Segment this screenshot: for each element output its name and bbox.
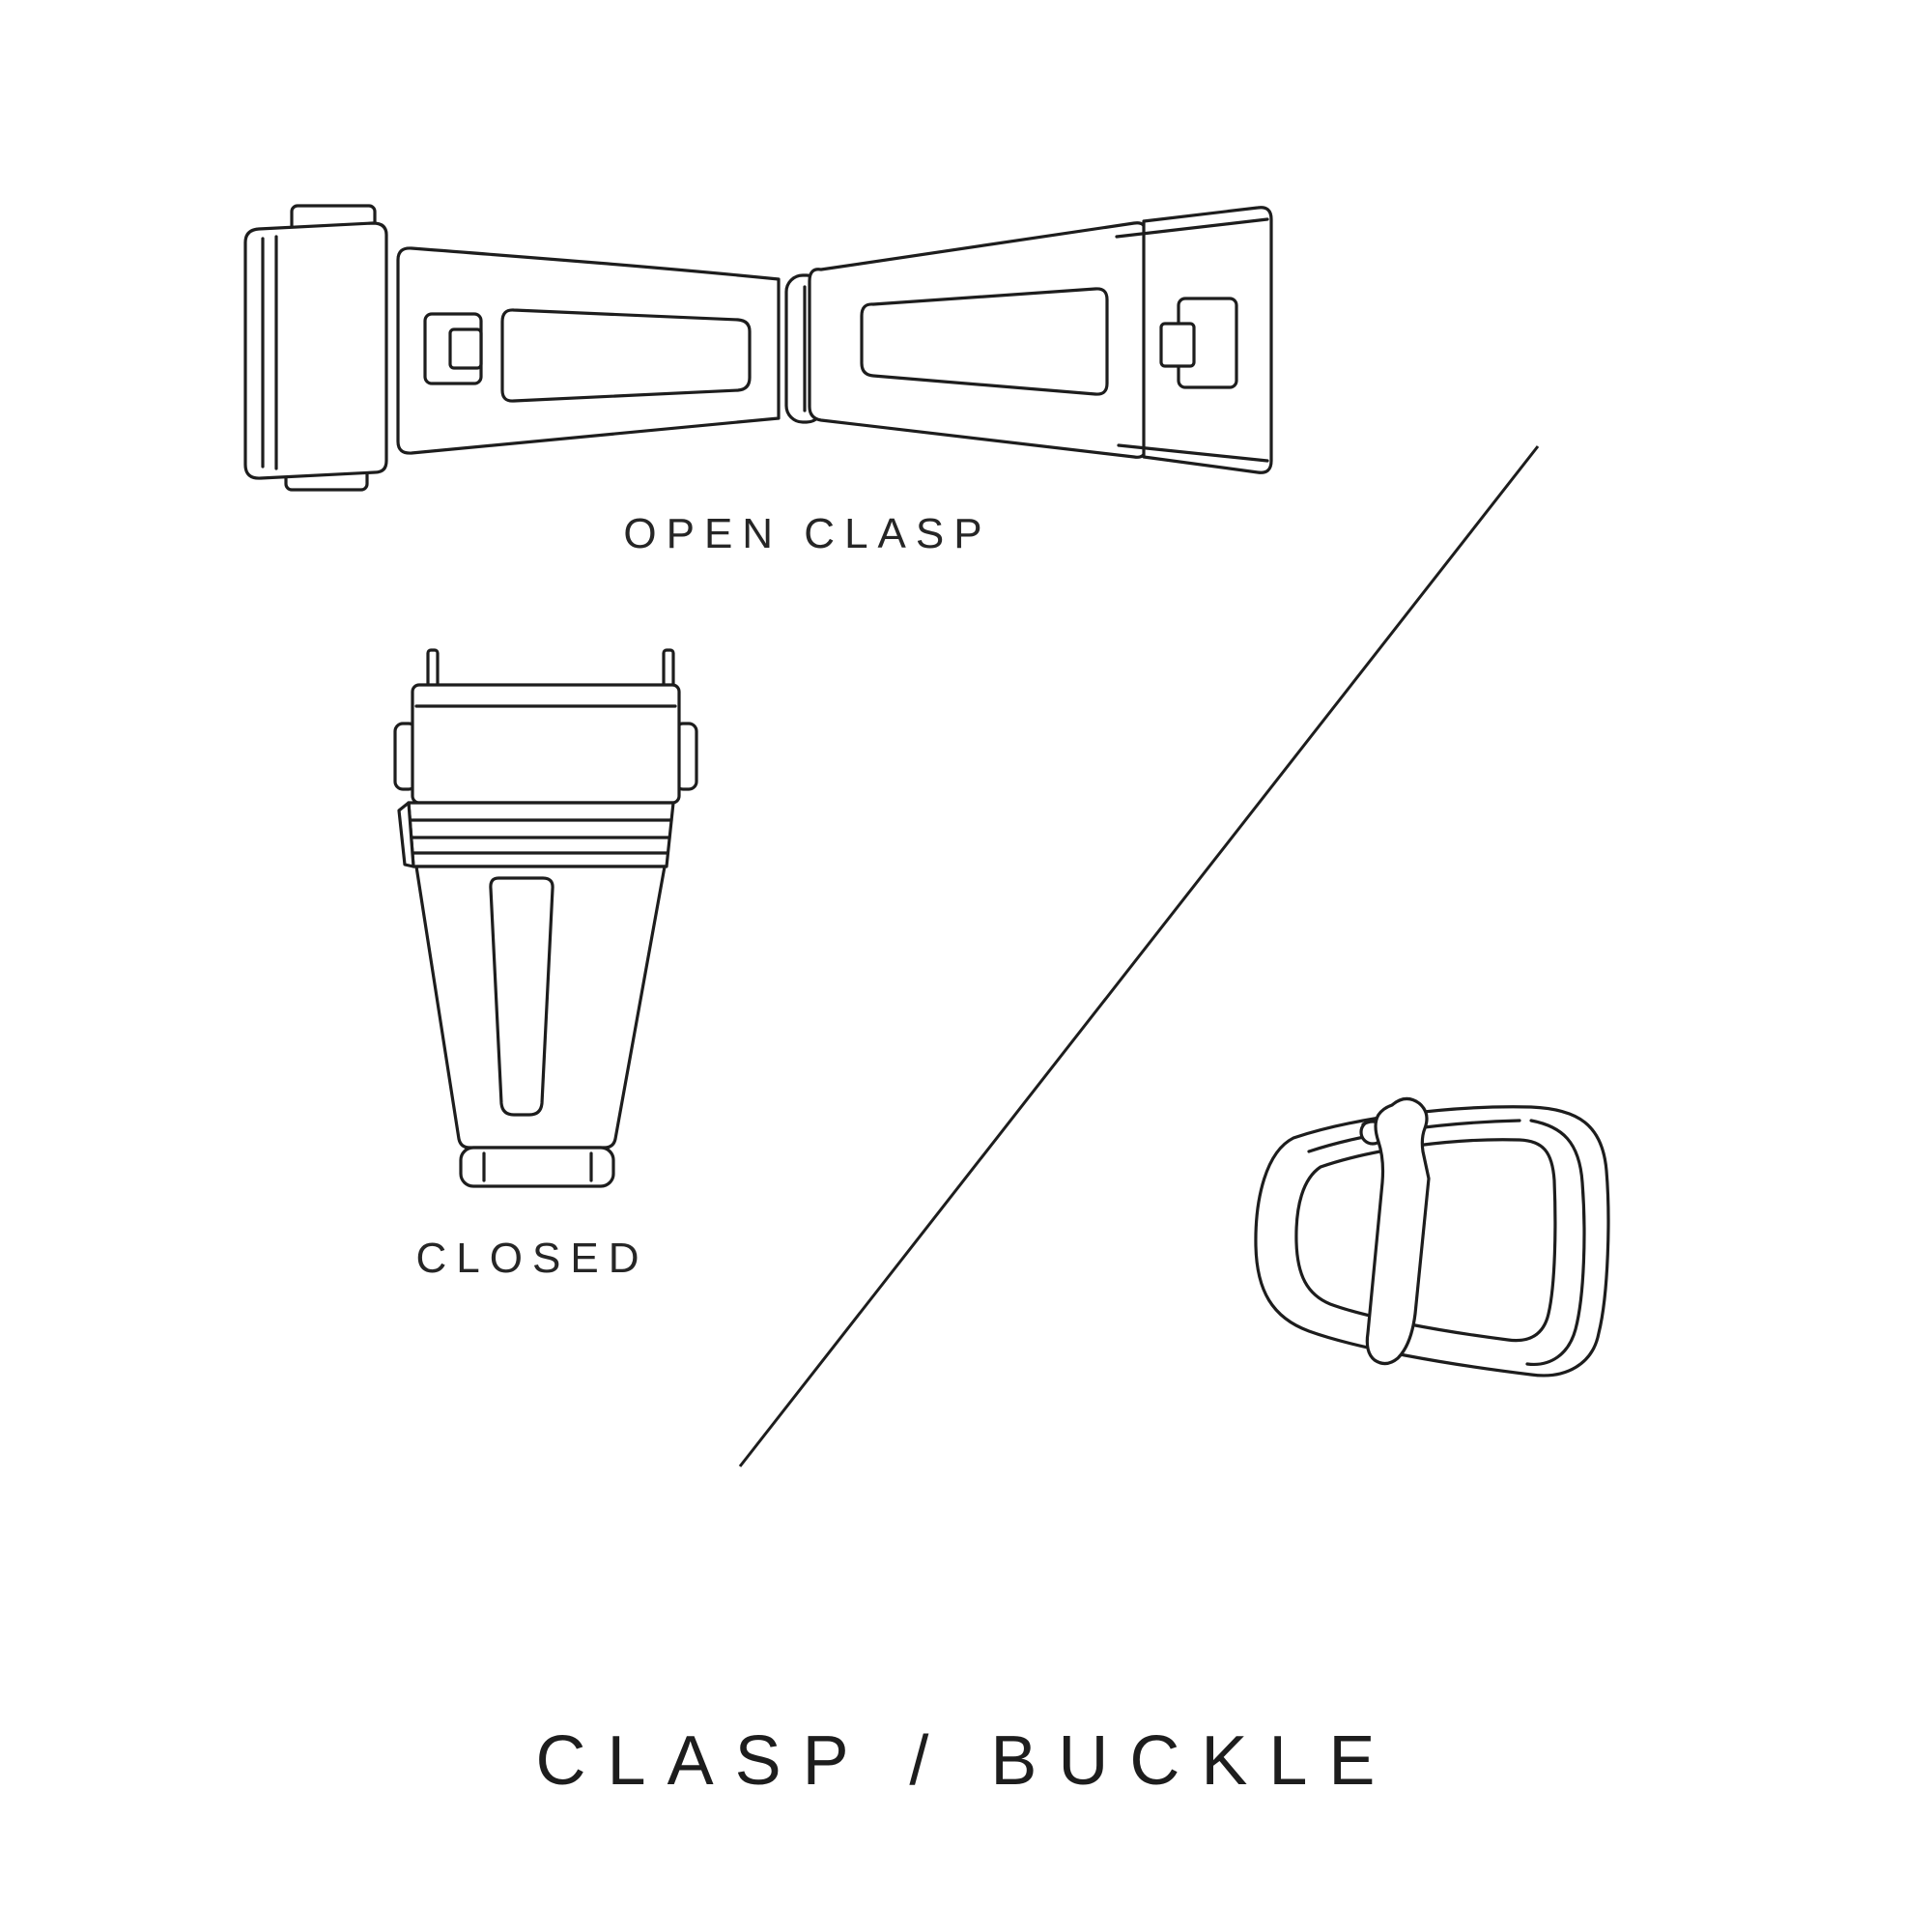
open-clasp-fold-block [243, 221, 388, 480]
open-clasp-left-slot [500, 308, 752, 403]
open-clasp-label: OPEN CLASP [623, 510, 992, 557]
closed-clasp-label: CLOSED [415, 1235, 649, 1282]
closed-clasp-foot [459, 1146, 615, 1188]
closed-clasp-left-flap [397, 801, 415, 868]
closed-clasp-slot [489, 876, 554, 1117]
open-clasp-right-slot [860, 287, 1109, 396]
page-title: CLASP / BUCKLE [535, 1722, 1397, 1800]
open-clasp-icon [243, 204, 1273, 492]
buckle-tongue [1365, 1096, 1431, 1366]
tang-buckle-icon [1254, 1096, 1610, 1378]
buckle-frame [1254, 1105, 1610, 1378]
closed-clasp-icon [393, 648, 698, 1188]
